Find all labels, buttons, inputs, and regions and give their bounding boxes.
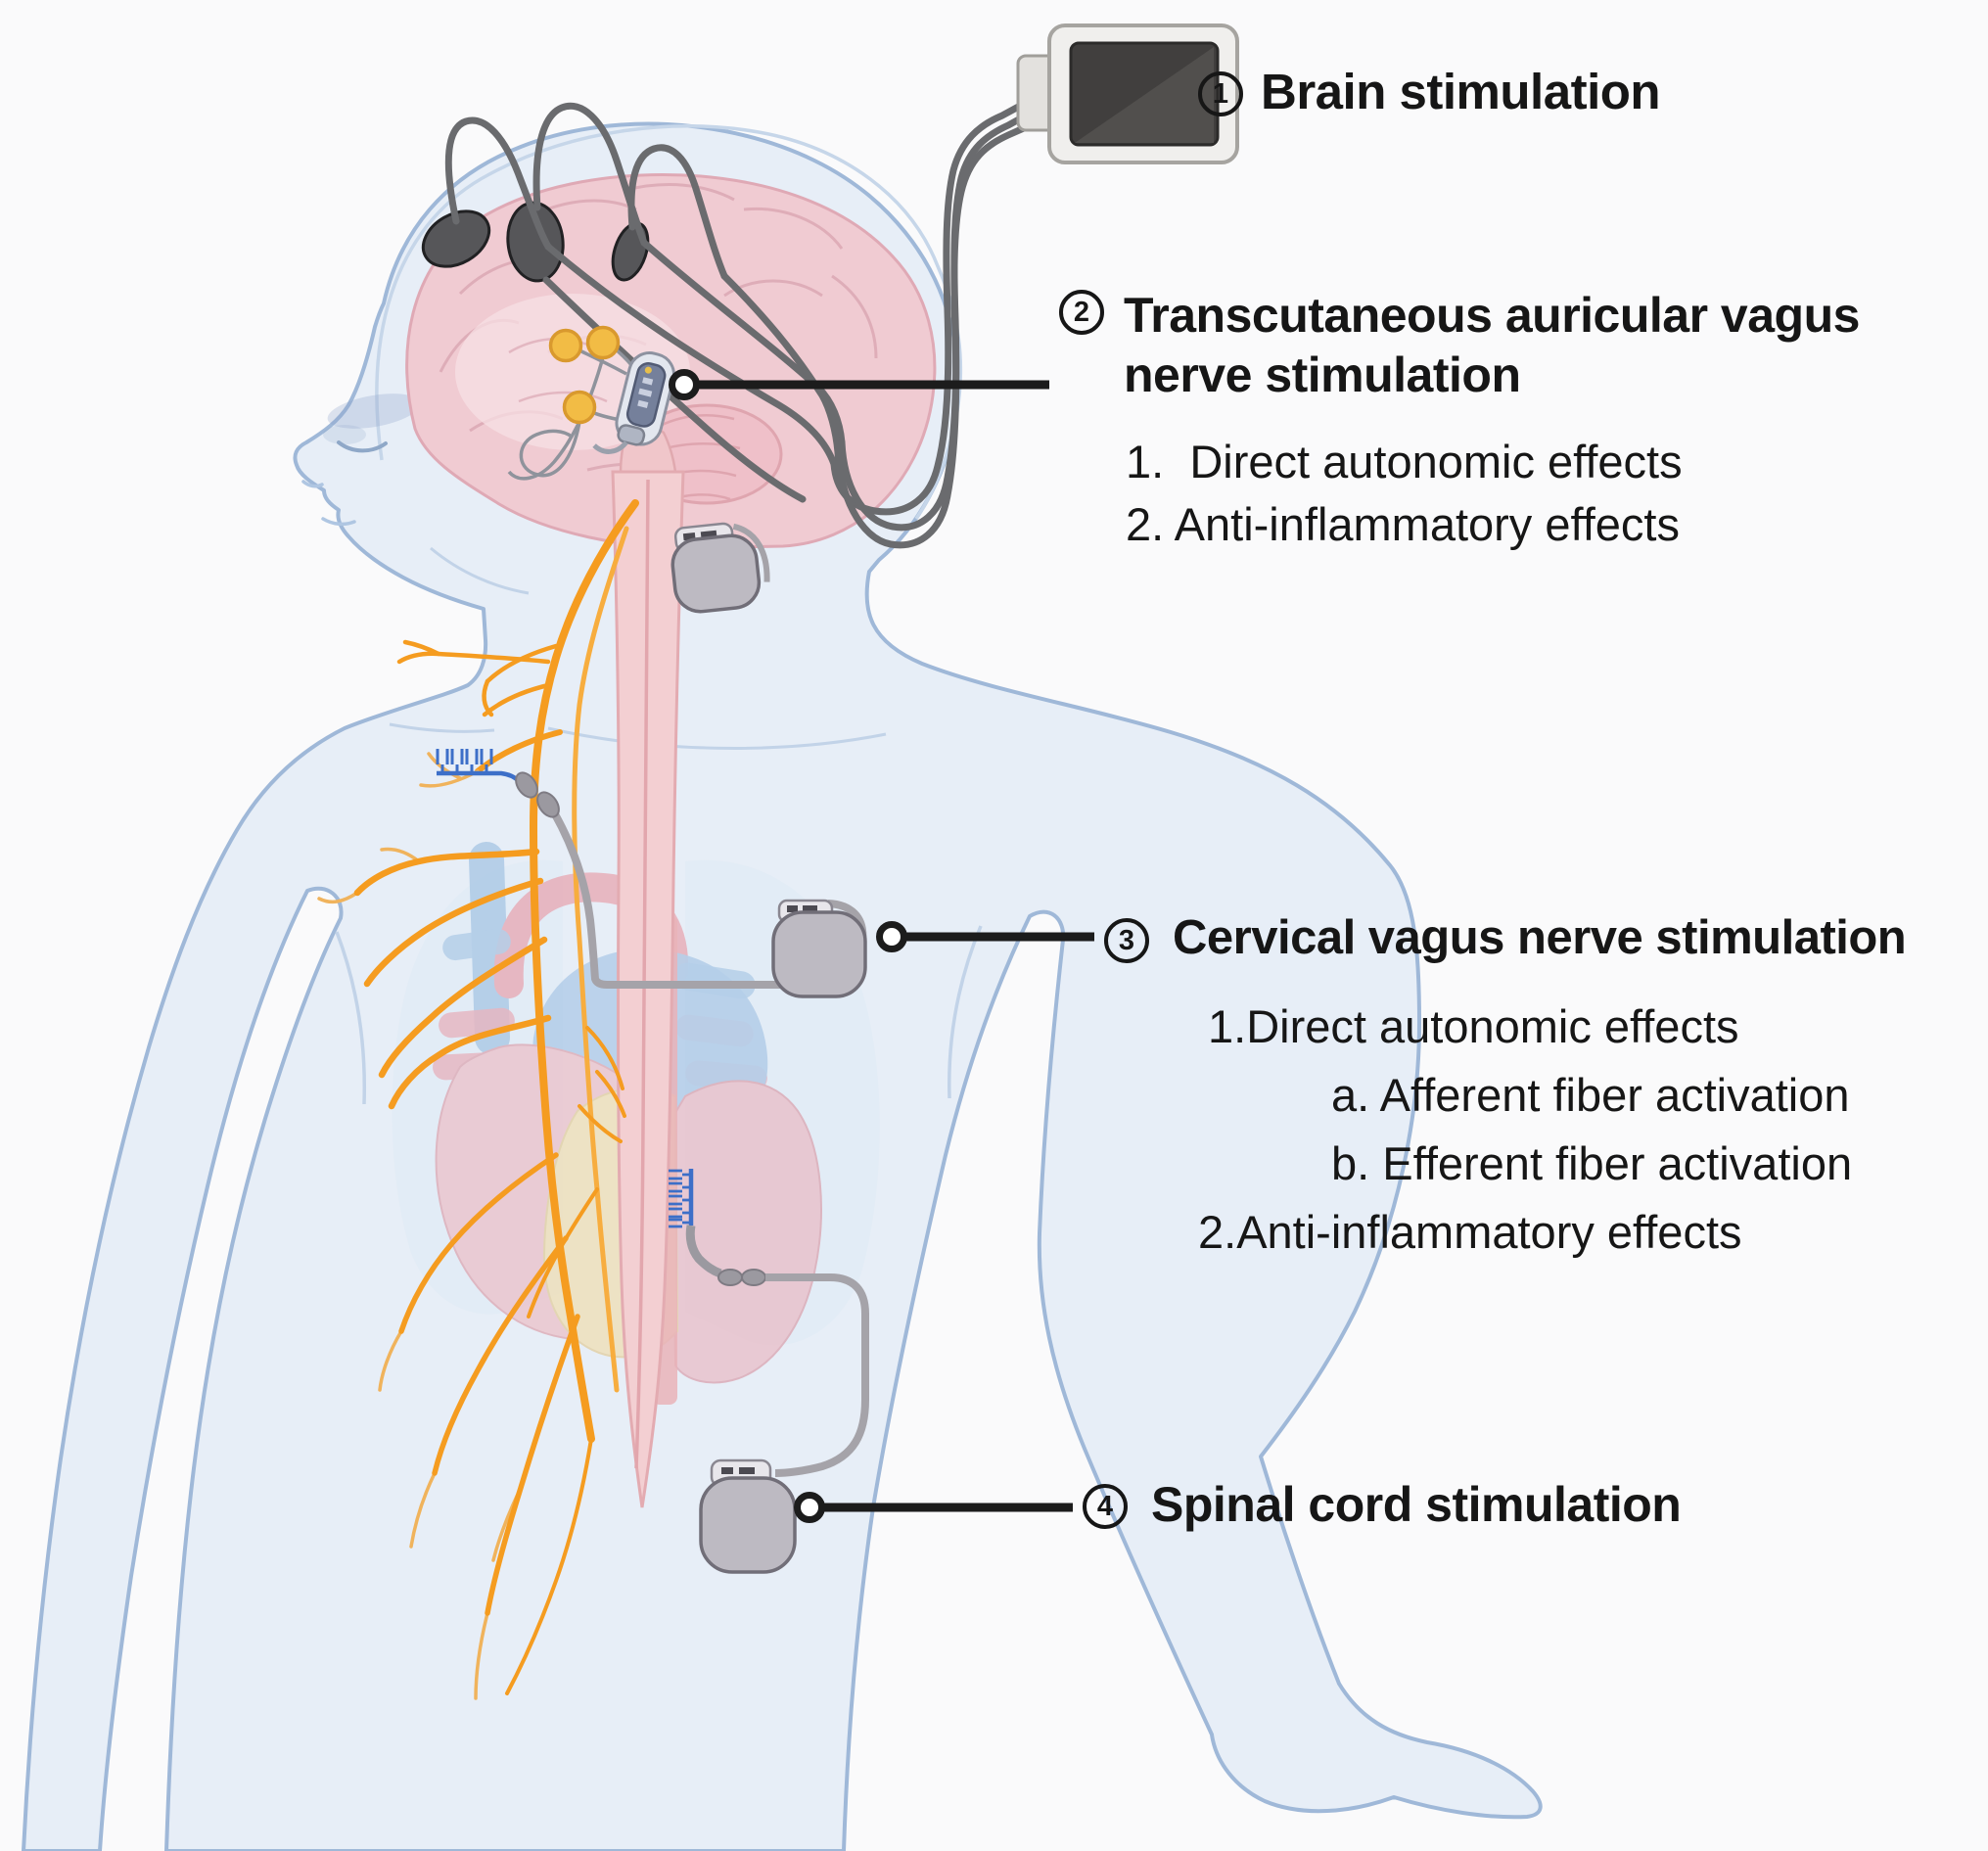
pointer-ring-cvns [876, 921, 907, 952]
nostril-line [301, 480, 324, 488]
cvns-point-2: 2.Anti-inflammatory effects [1198, 1206, 1742, 1258]
ear-hook [592, 440, 628, 454]
neck-generator-body [670, 533, 762, 614]
cvns-point-1b: b. Efferent fiber activation [1331, 1137, 1853, 1189]
wire-deep [542, 276, 807, 503]
cardiac-branches [578, 1026, 626, 1143]
spinal-electrode-array [669, 1169, 694, 1228]
label-tavns-title: Transcutaneous auricular vagus nerve sti… [1124, 286, 1988, 405]
array-teeth-left [669, 1169, 691, 1228]
wire-loop-1 [830, 100, 1028, 516]
cvns-point-1: 1.Direct autonomic effects [1208, 1000, 1739, 1052]
vns-generator-body [771, 910, 867, 998]
label-cvns-title: Cervical vagus nerve stimulation [1173, 911, 1907, 964]
label-cvns-points: 1.Direct autonomic effects a. Afferent f… [1173, 993, 1852, 1267]
pointer-ring-tavns [669, 369, 700, 400]
armpit-fold-left [335, 931, 367, 1105]
target-dot-1 [548, 328, 583, 363]
contact-3 [637, 399, 649, 408]
lip-line [321, 517, 356, 527]
closed-eye-line [337, 440, 388, 453]
header-pin-1 [787, 905, 798, 912]
header-pin-1 [721, 1467, 733, 1474]
contact-2 [638, 388, 653, 397]
target-dot-2 [585, 325, 621, 360]
label-3-number-badge: 3 [1104, 918, 1149, 963]
thoracic-branches [353, 848, 552, 1110]
ear-stimulator-device [592, 351, 675, 454]
vagus-trunk-2 [572, 526, 629, 1393]
ear-device-led [644, 366, 652, 374]
header-pin-2 [803, 905, 817, 912]
lead-bead-1 [515, 771, 538, 799]
neck-pulse-generator [670, 522, 770, 614]
jaw-line [430, 546, 530, 595]
carotid-branch [475, 729, 563, 774]
pointer-lines [669, 369, 1094, 1523]
vagus-trunk [529, 499, 639, 1443]
spinal-lead-bead-2 [741, 1269, 766, 1286]
spinal-cord-midline [634, 479, 650, 1469]
spinal-lead [685, 1225, 869, 1477]
clavicle-line-left [389, 722, 495, 733]
scs-pulse-generator [699, 1458, 797, 1574]
clavicle-line-right [547, 726, 887, 750]
tavns-point-2: 2. Anti-inflammatory effects [1126, 498, 1680, 550]
brain-stimulator-device [1016, 23, 1239, 164]
tavns-point-1: 1. Direct autonomic effects [1126, 436, 1683, 487]
lead-bead-2 [536, 791, 560, 818]
scs-generator-body [699, 1476, 797, 1574]
neck-generator-lead [732, 523, 770, 582]
eye-shading [323, 425, 366, 444]
array-teeth [436, 749, 493, 773]
device-screen-sheen [1075, 47, 1214, 143]
label-2-number-badge: 2 [1059, 290, 1104, 335]
eyebrow-shading [327, 393, 421, 429]
label-brain-stimulation-title: Brain stimulation [1261, 64, 1661, 119]
cvns-point-1a: a. Afferent fiber activation [1331, 1069, 1850, 1121]
label-1-number-badge: 1 [1198, 71, 1243, 116]
label-scs-title: Spinal cord stimulation [1151, 1477, 1682, 1532]
deep-brain-target-dots [548, 325, 621, 425]
spinal-cord-column [611, 470, 685, 1508]
label-tavns-points: 1. Direct autonomic effects 2. Anti-infl… [1126, 431, 1683, 556]
wire-arch-left [444, 116, 552, 251]
spinal-lead-bead-1 [717, 1269, 743, 1286]
lead-elbow [685, 1225, 722, 1278]
wire-diag-2 [640, 239, 846, 446]
spinal-cord [611, 470, 685, 1508]
ear-device-tail [617, 424, 646, 446]
vagus-nerve [317, 499, 639, 1700]
target-dot-3 [562, 390, 597, 425]
wire-loop-3 [834, 123, 1030, 549]
tavns-title-line-2: nerve stimulation [1124, 347, 1521, 402]
label-4-number-badge: 4 [1083, 1484, 1128, 1529]
vns-pulse-generator [771, 899, 867, 998]
wire-arch-right [627, 144, 728, 280]
scalp-electrodes [421, 201, 650, 283]
abdominal-branches [398, 1152, 599, 1695]
scalp-electrode-left [421, 209, 491, 268]
lead-to-scs-generator [765, 1273, 869, 1477]
cervical-branches [396, 639, 559, 717]
pointer-ring-scs [794, 1492, 825, 1523]
contact-1 [642, 377, 654, 386]
armpit-fold-right [948, 925, 983, 1099]
tavns-title-line-1: Transcutaneous auricular vagus [1124, 288, 1860, 343]
header-pin-2 [739, 1467, 755, 1474]
heart-right-lobe [671, 1080, 822, 1384]
